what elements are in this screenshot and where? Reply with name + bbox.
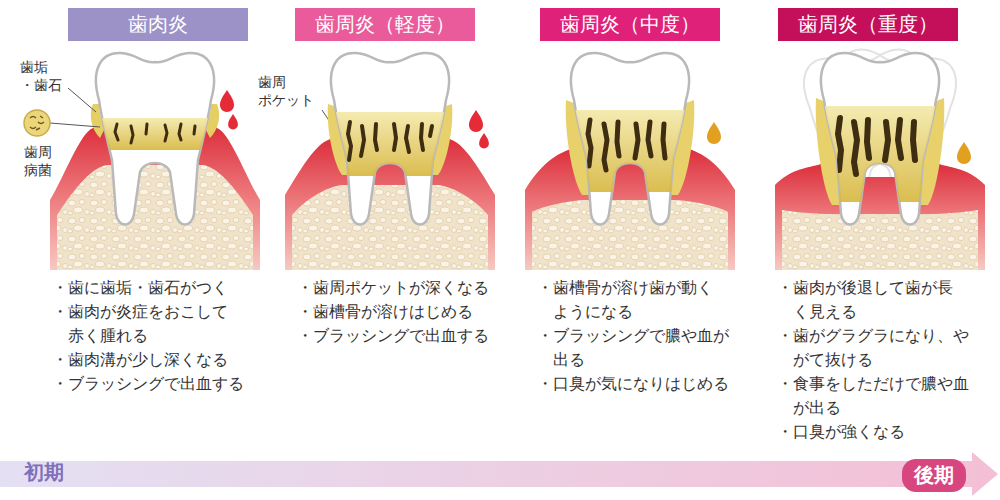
alveolar-bone	[782, 210, 978, 270]
symptom-item: ・歯肉が後退して歯が長 く見える	[777, 276, 977, 324]
progression-arrow	[0, 452, 998, 496]
blood-drop	[228, 114, 238, 129]
part-label-holder: 歯垢 ・歯石	[20, 59, 66, 95]
bacteria-icon	[24, 110, 50, 136]
decay-streak	[348, 122, 432, 160]
stage-header: 歯周炎（軽度）	[295, 8, 475, 41]
alveolar-bone	[292, 185, 488, 270]
alveolar-bone	[532, 200, 728, 270]
symptom-item: ・歯槽骨が溶けはじめる	[297, 300, 497, 324]
symptom-item: ・ブラッシングで膿や血が 出る	[537, 324, 737, 372]
stage-label-holder: 初期	[24, 460, 64, 486]
bacteria-icon	[30, 116, 44, 130]
symptom-item: ・口臭が気になりはじめる	[537, 372, 737, 396]
mild-periodontitis-figure	[285, 53, 495, 270]
decay-streak	[115, 124, 195, 143]
blood-drop	[479, 133, 489, 148]
moderate-periodontitis-figure	[525, 53, 735, 270]
tartar	[85, 118, 225, 150]
symptom-list: ・歯槽骨が溶け歯が動く ようになる・ブラッシングで膿や血が 出る・口臭が気になり…	[537, 276, 737, 396]
part-label-holder: 歯周 病菌	[24, 144, 60, 180]
symptom-list: ・歯に歯垢・歯石がつく・歯肉が炎症をおこして 赤く腫れる・歯肉溝が少し深くなる・…	[52, 276, 252, 396]
header-text: 歯周炎（重度）	[798, 11, 938, 38]
symptom-list: ・歯周ポケットが深くなる・歯槽骨が溶けはじめる・ブラッシングで出血する	[297, 276, 497, 348]
blood-drop	[469, 110, 483, 132]
tartar	[810, 106, 950, 202]
header-text: 歯肉炎	[128, 11, 188, 38]
leader-line	[68, 88, 96, 112]
header-text: 後期	[914, 462, 954, 489]
severe-periodontitis-figure	[775, 47, 985, 270]
blood-drop	[220, 90, 234, 112]
symptom-item: ・歯槽骨が溶け歯が動く ようになる	[537, 276, 737, 324]
alveolar-bone	[57, 165, 253, 270]
stage-header: 歯肉炎	[68, 8, 248, 41]
tartar	[560, 110, 700, 192]
stage-header: 歯周炎（中度）	[540, 8, 720, 41]
symptom-item: ・歯肉溝が少し深くなる	[52, 348, 252, 372]
symptom-item: ・ブラッシングで出血する	[52, 372, 252, 396]
tartar-band	[810, 106, 950, 202]
symptom-list: ・歯肉が後退して歯が長 く見える・歯がグラグラになり、や がて抜ける・食事をした…	[777, 276, 977, 444]
header-text: 歯周炎（中度）	[560, 11, 700, 38]
tartar-band	[560, 110, 700, 192]
tartar	[320, 112, 460, 176]
pus-drop	[957, 142, 971, 164]
late-stage-badge: 後期	[902, 459, 966, 492]
leader-line	[50, 123, 100, 127]
decay-streak	[838, 118, 915, 174]
tartar-band	[320, 112, 460, 176]
symptom-item: ・食事をしただけで膿や血 が出る	[777, 372, 977, 420]
symptom-item: ・歯周ポケットが深くなる	[297, 276, 497, 300]
symptom-item: ・口臭が強くなる	[777, 420, 977, 444]
stage-header: 歯周炎（重度）	[778, 8, 958, 41]
header-text: 歯周炎（軽度）	[315, 11, 455, 38]
part-label-holder: 歯周 ポケット	[258, 74, 320, 110]
gingivitis-figure	[50, 53, 260, 270]
part-label: 歯周 ポケット	[258, 74, 320, 110]
symptom-item: ・歯に歯垢・歯石がつく	[52, 276, 252, 300]
decay-streak	[588, 120, 665, 170]
tartar-band	[85, 118, 225, 150]
gum	[775, 164, 985, 270]
part-label: 歯垢 ・歯石	[20, 59, 66, 95]
part-label: 歯周 病菌	[24, 144, 60, 180]
symptom-item: ・歯がグラグラになり、や がて抜ける	[777, 324, 977, 372]
gum	[525, 149, 735, 270]
symptom-item: ・ブラッシングで出血する	[297, 324, 497, 348]
pus-drop	[707, 122, 721, 144]
symptom-item: ・歯肉が炎症をおこして 赤く腫れる	[52, 300, 252, 348]
stage-label: 初期	[24, 460, 64, 486]
